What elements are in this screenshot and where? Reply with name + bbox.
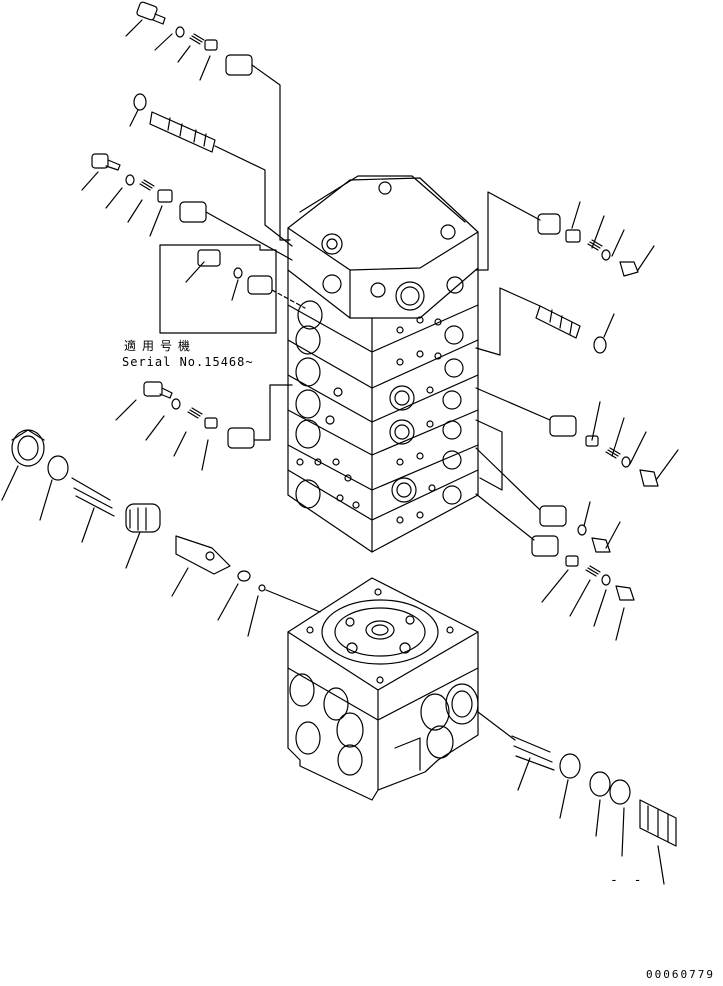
- lower-valve-body: [287, 577, 479, 801]
- lower-right-parts: [477, 711, 677, 885]
- middle-right-parts: [475, 387, 679, 641]
- middle-left-parts: [115, 381, 293, 471]
- serial-box-parts: [159, 244, 306, 334]
- upper-left-parts: [81, 1, 293, 261]
- upper-right-parts: [475, 191, 655, 356]
- drawing-number: 00060779: [646, 968, 715, 981]
- serial-note-japanese: 適用号機: [124, 339, 197, 353]
- upper-valve-body: [287, 175, 479, 553]
- left-side-parts: [1, 429, 321, 637]
- dash-mark: - -: [610, 873, 646, 888]
- serial-note-english: Serial No.15468~: [122, 355, 254, 369]
